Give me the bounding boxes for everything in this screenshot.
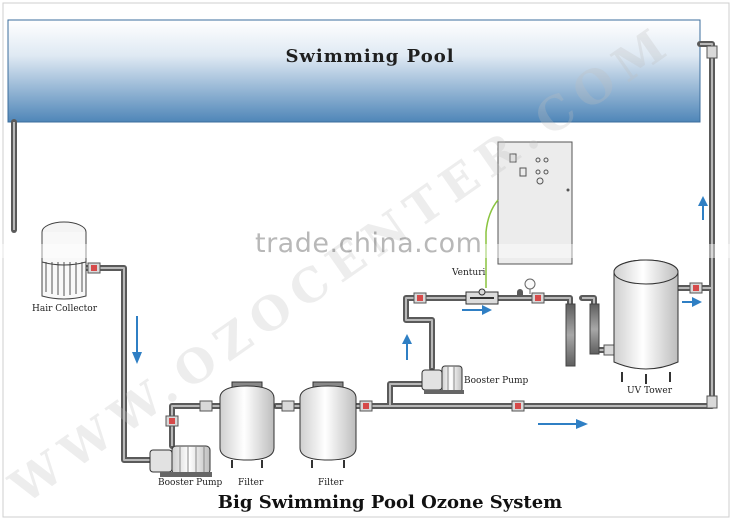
valve-marker (693, 285, 699, 291)
filter-1 (219, 381, 275, 468)
label-venturi: Venturi (452, 268, 486, 278)
watermark-trade: trade.china.com (255, 228, 483, 259)
valve-marker (363, 403, 369, 409)
label-uv-tower: UV Tower (627, 386, 672, 396)
pipe-return-riser (697, 41, 715, 303)
hair-collector (41, 221, 87, 300)
valve-riser (706, 395, 718, 409)
uv-standpipe-left (565, 303, 576, 367)
valve-marker (535, 295, 541, 301)
valve-marker (91, 265, 97, 271)
valves (87, 45, 718, 427)
label-filter-2: Filter (318, 478, 344, 488)
label-filter-1: Filter (238, 478, 264, 488)
valve-pool-return (706, 45, 718, 59)
uv-standpipe-right (589, 303, 600, 355)
valve-filter-mid (281, 400, 295, 412)
pipe-booster-to-venturi (403, 295, 453, 371)
flow-arrows (132, 196, 708, 429)
label-hair-collector: Hair Collector (32, 304, 98, 314)
flow-arrow-up-riser (698, 196, 708, 220)
filter-2 (299, 381, 357, 468)
diagram-title: Big Swimming Pool Ozone System (217, 492, 563, 513)
flow-arrow-right-main (538, 419, 588, 429)
label-booster-pump-low: Booster Pump (158, 478, 223, 488)
flow-arrow-down (132, 316, 142, 364)
valve-marker (169, 418, 175, 424)
label-booster-pump-high: Booster Pump (464, 376, 529, 386)
flow-arrow-up-branch (402, 334, 412, 360)
valve-filter-in (199, 400, 213, 412)
pipe-pump-to-filter (169, 403, 223, 449)
pipe-venturi-to-uv (447, 295, 573, 363)
pressure-gauge (524, 278, 536, 294)
ozone-feed-tube (485, 199, 499, 288)
pool-label: Swimming Pool (285, 46, 455, 67)
venturi-injector (465, 288, 499, 305)
flow-arrow-right-venturi (462, 305, 492, 315)
valve-marker (417, 295, 423, 301)
booster-pump-low (149, 445, 212, 477)
valve-marker (515, 403, 521, 409)
booster-pump-high (421, 365, 464, 394)
watermark-band (0, 244, 732, 258)
flow-arrow-right-uv (682, 297, 702, 307)
uv-tower (613, 259, 679, 384)
swimming-pool (7, 19, 701, 123)
ozone-generator (485, 141, 573, 288)
